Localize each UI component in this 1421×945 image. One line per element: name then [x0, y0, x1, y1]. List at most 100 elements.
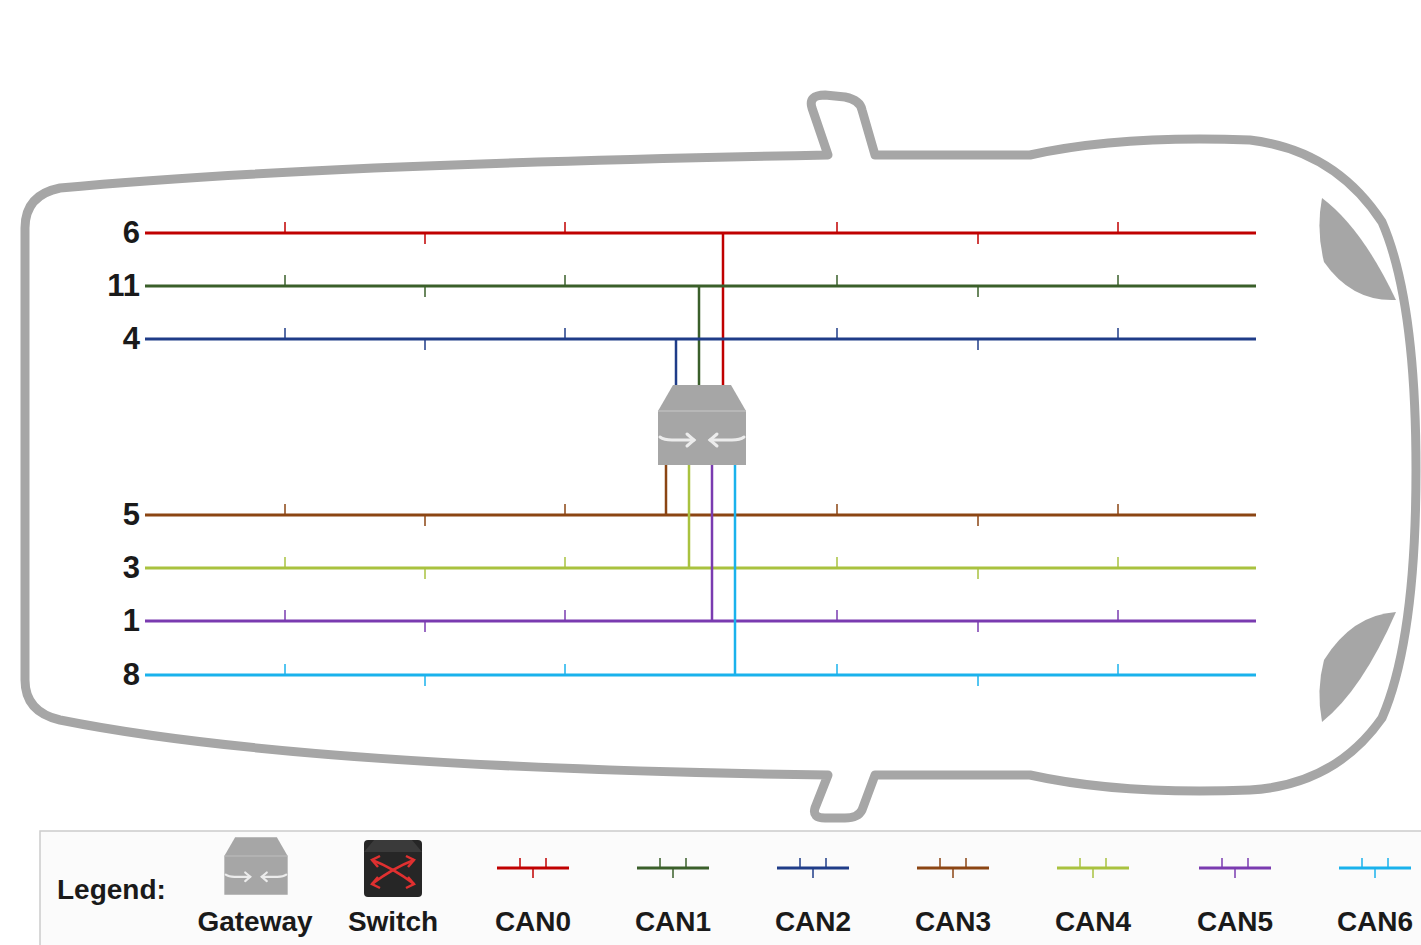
ecu-tick	[836, 504, 838, 515]
legend-label: CAN6	[1337, 906, 1413, 938]
can-sample-tick	[659, 858, 661, 868]
can-sample-tick	[1079, 858, 1081, 868]
gateway-icon	[224, 837, 287, 895]
can-sample-tick	[672, 868, 674, 878]
ecu-tick	[836, 557, 838, 568]
ecu-tick	[1117, 328, 1119, 339]
switch-arrow	[406, 877, 414, 888]
bus-number: 4	[123, 322, 140, 356]
ecu-tick	[564, 328, 566, 339]
can-bus-line	[145, 232, 1256, 235]
can-bus-line	[145, 338, 1256, 341]
switch-top	[364, 840, 422, 852]
gateway-link	[722, 233, 725, 392]
ecu-tick	[564, 504, 566, 515]
ecu-tick	[836, 222, 838, 233]
can-bus-line	[145, 285, 1256, 288]
ecu-tick	[977, 286, 979, 297]
can-sample-tick	[939, 858, 941, 868]
switch-arrow	[406, 856, 414, 867]
switch-arrow	[372, 860, 414, 884]
ecu-tick	[977, 233, 979, 244]
can-sample-tick	[1234, 868, 1236, 878]
can-sample-tick	[532, 868, 534, 878]
can-sample-tick	[812, 868, 814, 878]
can-bus-line	[145, 620, 1256, 623]
ecu-tick	[564, 275, 566, 286]
ecu-tick	[424, 675, 426, 686]
gateway-link	[711, 462, 714, 621]
switch-arrow	[372, 856, 380, 867]
can-sample-tick	[519, 858, 521, 868]
can-sample-tick	[1361, 858, 1363, 868]
windshield	[1319, 198, 1396, 300]
legend-label: CAN1	[635, 906, 711, 938]
ecu-tick	[424, 233, 426, 244]
can-sample-tick	[1247, 858, 1249, 868]
bus-number: 3	[123, 551, 140, 585]
ecu-tick	[424, 339, 426, 350]
gateway-arrow	[710, 434, 717, 446]
gateway-edge	[224, 855, 287, 856]
can-bus-line	[145, 567, 1256, 570]
can-sample-tick	[545, 858, 547, 868]
ecu-tick	[424, 515, 426, 526]
ecu-tick	[284, 557, 286, 568]
ecu-tick	[1117, 557, 1119, 568]
legend-label: CAN3	[915, 906, 991, 938]
can-sample-tick	[1221, 858, 1223, 868]
can-buses	[145, 222, 1256, 686]
switch-arrow	[372, 860, 414, 884]
bus-number: 6	[123, 216, 140, 250]
gateway-arrow	[262, 872, 267, 881]
gateway-arrow	[245, 872, 250, 881]
ecu-tick	[1117, 275, 1119, 286]
legend-box	[40, 831, 1421, 945]
bus-number: 8	[123, 658, 140, 692]
legend-label: Switch	[348, 906, 438, 938]
ecu-tick	[284, 275, 286, 286]
car-outline	[25, 95, 1416, 818]
can-sample-tick	[825, 858, 827, 868]
legend-label: CAN4	[1055, 906, 1131, 938]
ecu-tick	[284, 610, 286, 621]
ecu-tick	[564, 664, 566, 675]
gateway-link	[734, 462, 737, 675]
can-sample-tick	[799, 858, 801, 868]
legend-label: CAN5	[1197, 906, 1273, 938]
gateway-link	[688, 462, 691, 568]
ecu-tick	[977, 568, 979, 579]
can-sample-tick	[685, 858, 687, 868]
switch-arrow	[372, 877, 380, 888]
ecu-tick	[284, 504, 286, 515]
ecu-tick	[1117, 222, 1119, 233]
ecu-tick	[836, 664, 838, 675]
ecu-tick	[977, 515, 979, 526]
can-sample-tick	[1092, 868, 1094, 878]
ecu-tick	[564, 610, 566, 621]
ecu-tick	[836, 610, 838, 621]
legend-title: Legend:	[57, 874, 166, 906]
bus-number: 5	[123, 498, 140, 532]
ecu-tick	[284, 222, 286, 233]
legend-label: CAN0	[495, 906, 571, 938]
can-sample-tick	[1387, 858, 1389, 868]
bus-number: 11	[107, 269, 140, 303]
ecu-tick	[564, 557, 566, 568]
windshield	[1319, 612, 1396, 722]
ecu-tick	[284, 328, 286, 339]
ecu-tick	[977, 621, 979, 632]
gateway-arrow	[687, 434, 694, 446]
can-sample-tick	[1374, 868, 1376, 878]
ecu-tick	[977, 675, 979, 686]
gateway-link	[665, 462, 668, 515]
ecu-tick	[424, 621, 426, 632]
ecu-tick	[564, 222, 566, 233]
gateway-icon	[658, 385, 746, 465]
ecu-tick	[1117, 664, 1119, 675]
bus-number: 1	[123, 604, 140, 638]
legend-samples	[224, 837, 1411, 897]
can-sample-tick	[965, 858, 967, 868]
can-bus-line	[145, 674, 1256, 677]
ecu-tick	[424, 568, 426, 579]
